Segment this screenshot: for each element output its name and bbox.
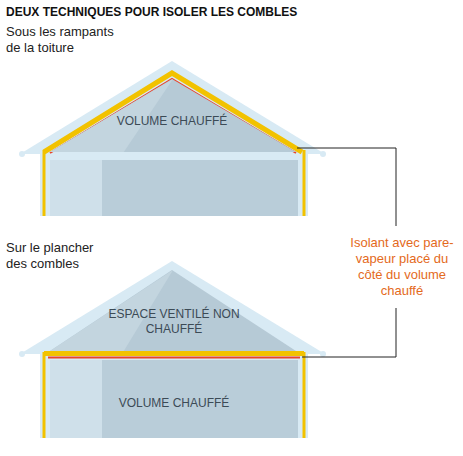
room-region: VOLUME CHAUFFÉ (50, 360, 298, 438)
gutter (19, 351, 25, 357)
region-fill (50, 79, 296, 152)
vapour-barrier (48, 357, 300, 359)
region-shade (50, 360, 102, 438)
roof (20, 61, 325, 154)
wall-insulation (303, 352, 306, 438)
wall (40, 350, 50, 438)
wall (298, 150, 308, 216)
wall-insulation (43, 150, 46, 216)
gutter (320, 151, 326, 157)
gutter (320, 351, 326, 357)
callout-text: Isolant avec pare-vapeur placé du côté d… (344, 235, 460, 299)
diagram-title: DEUX TECHNIQUES POUR ISOLER LES COMBLES (6, 5, 406, 19)
region-fill (50, 270, 296, 351)
region-label: ESPACE VENTILÉ NON CHAUFFÉ (104, 307, 244, 337)
region-label: VOLUME CHAUFFÉ (117, 114, 228, 129)
gutter (19, 151, 25, 157)
leader-line (297, 148, 396, 226)
floor-insulation (44, 351, 304, 356)
region-fill (50, 360, 298, 438)
wall (40, 150, 50, 216)
leader-line (302, 308, 396, 357)
floor-slab (40, 350, 308, 360)
attic-region: ESPACE VENTILÉ NON CHAUFFÉ (50, 270, 296, 351)
roof-insulation (44, 73, 302, 152)
wall-insulation (303, 150, 306, 216)
wall (298, 350, 308, 438)
room-wall (50, 160, 102, 216)
vapour-barrier (50, 79, 296, 153)
section-heading: Sur le plancher des combles (6, 240, 111, 272)
attic-region: VOLUME CHAUFFÉ (50, 79, 296, 152)
region-label: VOLUME CHAUFFÉ (119, 396, 230, 411)
section-heading: Sous les rampants de la toiture (6, 24, 128, 56)
roof (20, 261, 325, 354)
room (50, 160, 298, 216)
wall-insulation (43, 352, 46, 438)
